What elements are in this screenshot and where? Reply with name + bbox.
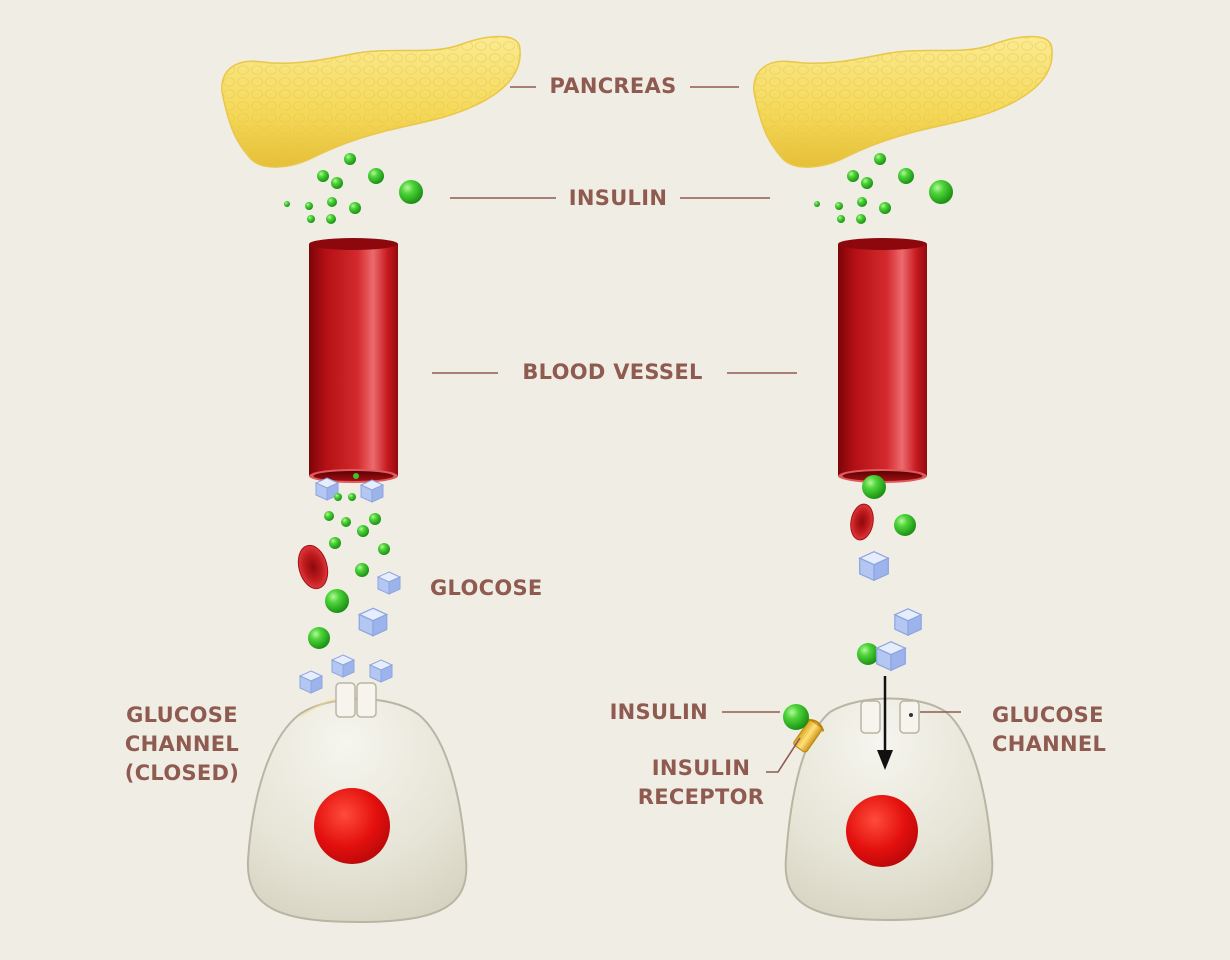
label-right-channel-line-1: GLUCOSE — [992, 703, 1104, 727]
label-left-channel-line-1: GLUCOSE — [126, 703, 238, 727]
left-insulin-dots — [284, 153, 423, 224]
label-right-receptor: INSULIN RECEPTOR — [616, 754, 786, 812]
label-insulin: INSULIN — [568, 186, 668, 210]
label-left-channel: GLUCOSE CHANNEL (CLOSED) — [102, 701, 262, 788]
label-right-insulin: INSULIN — [609, 700, 708, 724]
right-blood-vessel — [838, 238, 927, 483]
left-pancreas — [221, 35, 521, 168]
label-blood-vessel: BLOOD VESSEL — [522, 360, 703, 384]
right-nucleus — [846, 795, 918, 867]
label-pancreas: PANCREAS — [549, 74, 677, 98]
bound-insulin — [783, 704, 809, 730]
right-cell — [783, 676, 994, 922]
label-right-receptor-line-2: RECEPTOR — [637, 785, 765, 809]
left-panel — [221, 35, 521, 924]
label-right-channel: GLUCOSE CHANNEL — [992, 701, 1162, 759]
label-left-channel-line-3: (CLOSED) — [124, 761, 240, 785]
left-channel-right-half — [356, 682, 377, 718]
right-panel — [753, 35, 1053, 922]
left-nucleus — [314, 788, 390, 864]
right-pancreas — [753, 35, 1053, 168]
left-particles — [297, 477, 401, 694]
right-insulin-dots — [814, 153, 953, 224]
insulin-receptor — [793, 718, 825, 753]
left-cell — [246, 682, 468, 924]
leader-lines — [432, 86, 961, 773]
right-particles — [850, 475, 922, 671]
label-right-channel-line-2: CHANNEL — [992, 732, 1107, 756]
label-glucose: GLOCOSE — [430, 576, 543, 600]
left-blood-vessel — [309, 238, 398, 483]
right-channel-left-half — [860, 700, 881, 734]
label-right-receptor-line-1: INSULIN — [651, 756, 751, 780]
arrow-down-icon — [877, 676, 893, 770]
label-left-channel-line-2: CHANNEL — [124, 732, 240, 756]
right-channel-right-half — [899, 700, 920, 734]
left-channel-left-half — [335, 682, 356, 718]
